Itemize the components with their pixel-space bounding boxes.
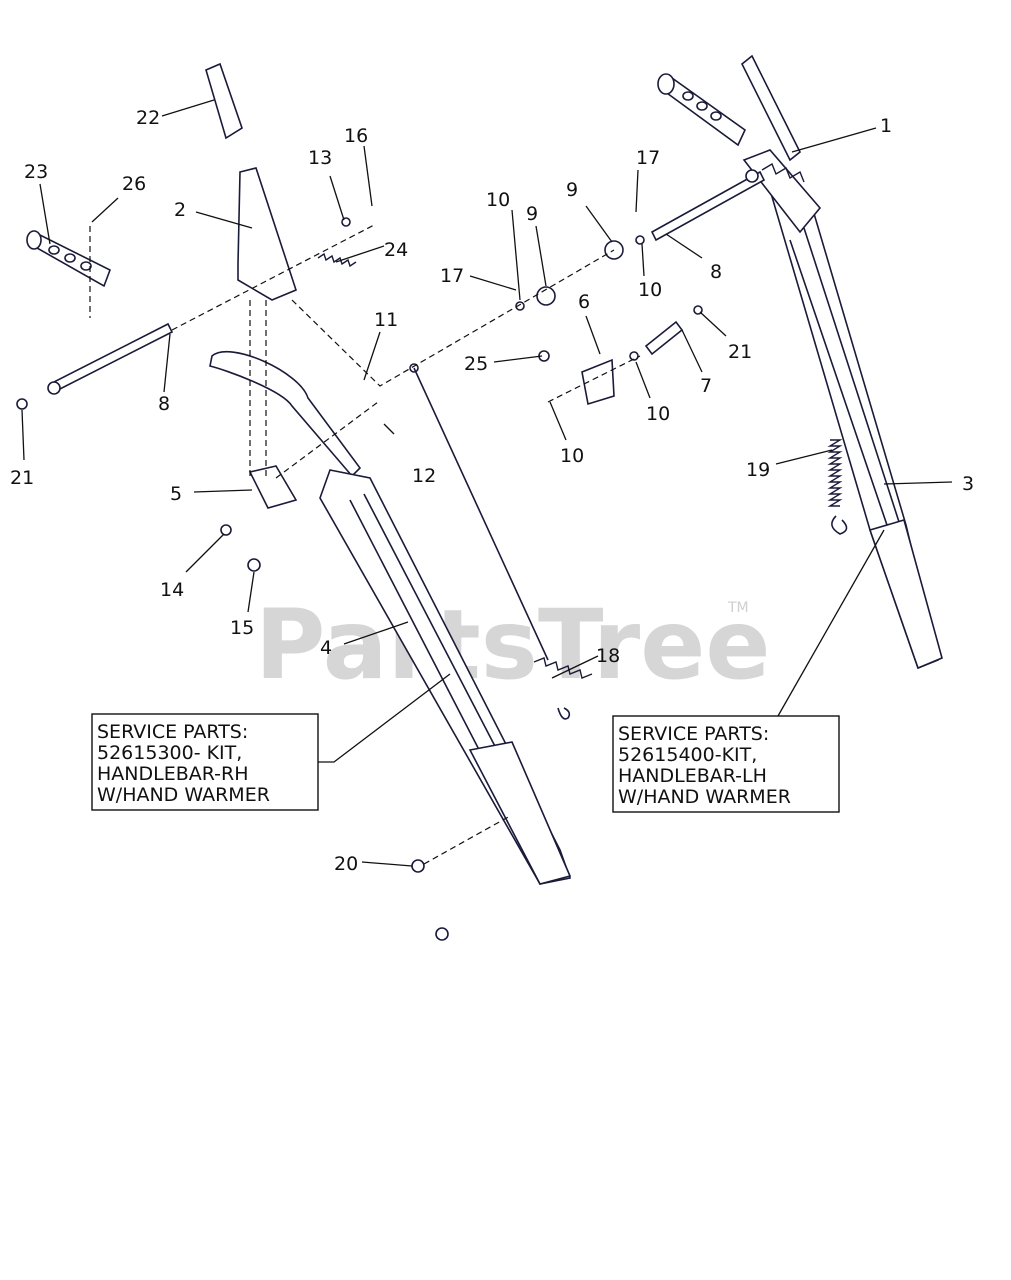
service-box-lh: SERVICE PARTS: 52615400-KIT, HANDLEBAR-L… bbox=[612, 715, 840, 813]
callout-7: 7 bbox=[700, 375, 712, 397]
part-6-bracket bbox=[581, 358, 615, 406]
callout-11: 11 bbox=[374, 309, 398, 331]
service-box-lh-line2: 52615400-KIT, bbox=[618, 744, 757, 766]
part-18-cable bbox=[413, 367, 549, 661]
callout-26: 26 bbox=[122, 173, 146, 195]
service-box-rh-line2: 52615300- KIT, bbox=[97, 742, 242, 764]
callout-10-a: 10 bbox=[486, 189, 510, 211]
callout-17-right: 17 bbox=[636, 147, 660, 169]
callout-25: 25 bbox=[464, 353, 488, 375]
callout-21-right: 21 bbox=[728, 341, 752, 363]
callout-13: 13 bbox=[308, 147, 332, 169]
callout-24: 24 bbox=[384, 239, 408, 261]
callout-20: 20 bbox=[334, 853, 358, 875]
callout-4: 4 bbox=[320, 637, 332, 659]
callout-6: 6 bbox=[578, 291, 590, 313]
rh-bent-tube bbox=[209, 350, 362, 478]
callout-23: 23 bbox=[24, 161, 48, 183]
part-1-upper-handle bbox=[740, 54, 802, 162]
callout-2: 2 bbox=[174, 199, 186, 221]
service-box-lh-line3: HANDLEBAR-LH bbox=[618, 765, 767, 787]
lh-grip bbox=[657, 73, 747, 147]
service-box-lh-line1: SERVICE PARTS: bbox=[618, 723, 769, 745]
callout-18: 18 bbox=[596, 645, 620, 667]
service-box-rh-line1: SERVICE PARTS: bbox=[97, 721, 248, 743]
callout-10-d: 10 bbox=[560, 445, 584, 467]
part-24-spring bbox=[317, 252, 357, 268]
callout-3: 3 bbox=[962, 473, 974, 495]
part-7-rod bbox=[644, 320, 684, 356]
watermark-text: PartsTree bbox=[255, 589, 770, 701]
callout-16: 16 bbox=[344, 125, 368, 147]
service-box-rh-line4: W/HAND WARMER bbox=[97, 784, 270, 806]
part-8-rod-right bbox=[650, 170, 766, 242]
part-5-block bbox=[248, 465, 298, 509]
part-8-rod-left bbox=[48, 322, 174, 394]
lh-handlebar-assembly bbox=[657, 54, 943, 670]
callout-12: 12 bbox=[412, 465, 436, 487]
callout-5: 5 bbox=[170, 483, 182, 505]
callout-1: 1 bbox=[880, 115, 892, 137]
part-2-bracket bbox=[237, 167, 297, 301]
callout-9-left: 9 bbox=[526, 203, 538, 225]
callout-22: 22 bbox=[136, 107, 160, 129]
service-box-lh-line4: W/HAND WARMER bbox=[618, 786, 791, 808]
service-box-rh: SERVICE PARTS: 52615300- KIT, HANDLEBAR-… bbox=[91, 713, 319, 811]
service-box-rh-line3: HANDLEBAR-RH bbox=[97, 763, 249, 785]
part-22-cap bbox=[205, 62, 243, 140]
callout-8-left: 8 bbox=[158, 393, 170, 415]
callout-19: 19 bbox=[746, 459, 770, 481]
callout-17-left: 17 bbox=[440, 265, 464, 287]
callout-10-c: 10 bbox=[646, 403, 670, 425]
callout-15: 15 bbox=[230, 617, 254, 639]
callout-14: 14 bbox=[160, 579, 184, 601]
part-23-grip bbox=[26, 230, 112, 288]
watermark-trademark: TM bbox=[727, 600, 749, 616]
part-19-spring bbox=[827, 439, 843, 507]
callout-10-b: 10 bbox=[638, 279, 662, 301]
callout-8-right: 8 bbox=[710, 261, 722, 283]
callout-21-left: 21 bbox=[10, 467, 34, 489]
callout-9-right: 9 bbox=[566, 179, 578, 201]
